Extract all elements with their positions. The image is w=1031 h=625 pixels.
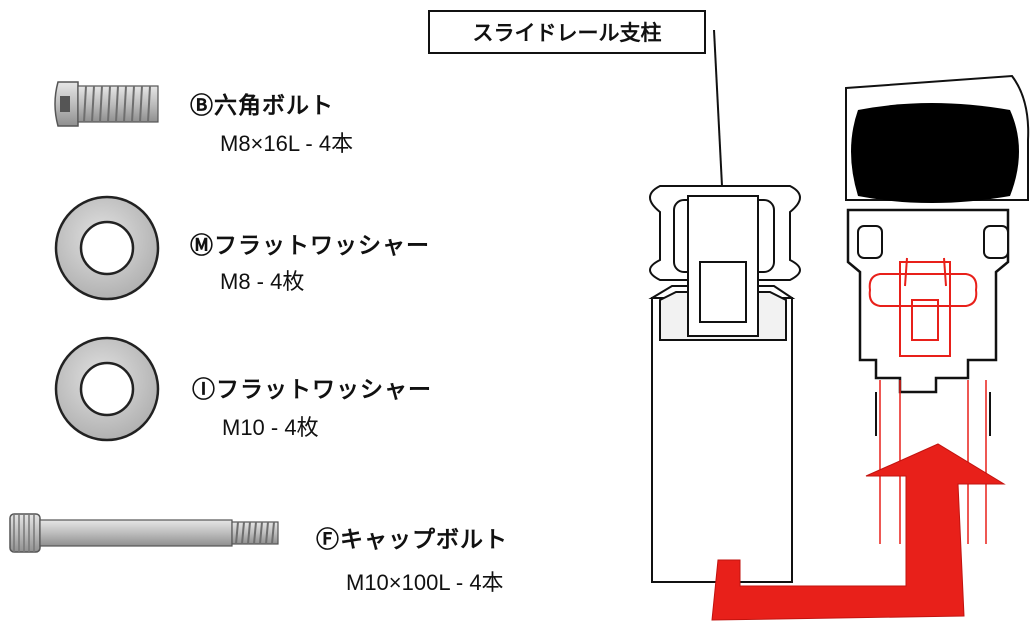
hex-bolt-icon: [54, 81, 159, 127]
pillar-label: スライドレール支柱: [428, 10, 706, 54]
part-i-label: フラットワッシャー: [216, 377, 432, 403]
part-b-mark: Ⓑ: [190, 93, 214, 119]
cap-bolt-icon: [9, 513, 279, 553]
insertion-arrow-icon: [711, 443, 1006, 621]
slide-rail-pillar: [648, 185, 801, 583]
part-m-spec: M8 - 4枚: [220, 269, 305, 294]
part-b-label: 六角ボルト: [214, 93, 334, 119]
part-f-spec: M10×100L - 4本: [346, 570, 504, 595]
part-f-label: キャップボルト: [340, 527, 508, 553]
washer-m8-icon: [54, 195, 160, 301]
part-f-name: Ⓕキャップボルト: [316, 520, 508, 554]
part-m-mark: Ⓜ: [190, 233, 214, 259]
rail-cross-section: [845, 74, 1030, 544]
part-i-mark: Ⓘ: [192, 377, 216, 403]
label-leader-line: [713, 29, 723, 187]
part-i-name: Ⓘフラットワッシャー: [192, 370, 432, 404]
part-b-name: Ⓑ六角ボルト: [190, 86, 334, 120]
part-f-mark: Ⓕ: [316, 527, 340, 553]
part-m-label: フラットワッシャー: [214, 233, 430, 259]
part-b-spec: M8×16L - 4本: [220, 131, 354, 156]
part-i-spec: M10 - 4枚: [222, 415, 319, 440]
part-m-name: Ⓜフラットワッシャー: [190, 226, 430, 260]
washer-m10-icon: [54, 336, 160, 442]
